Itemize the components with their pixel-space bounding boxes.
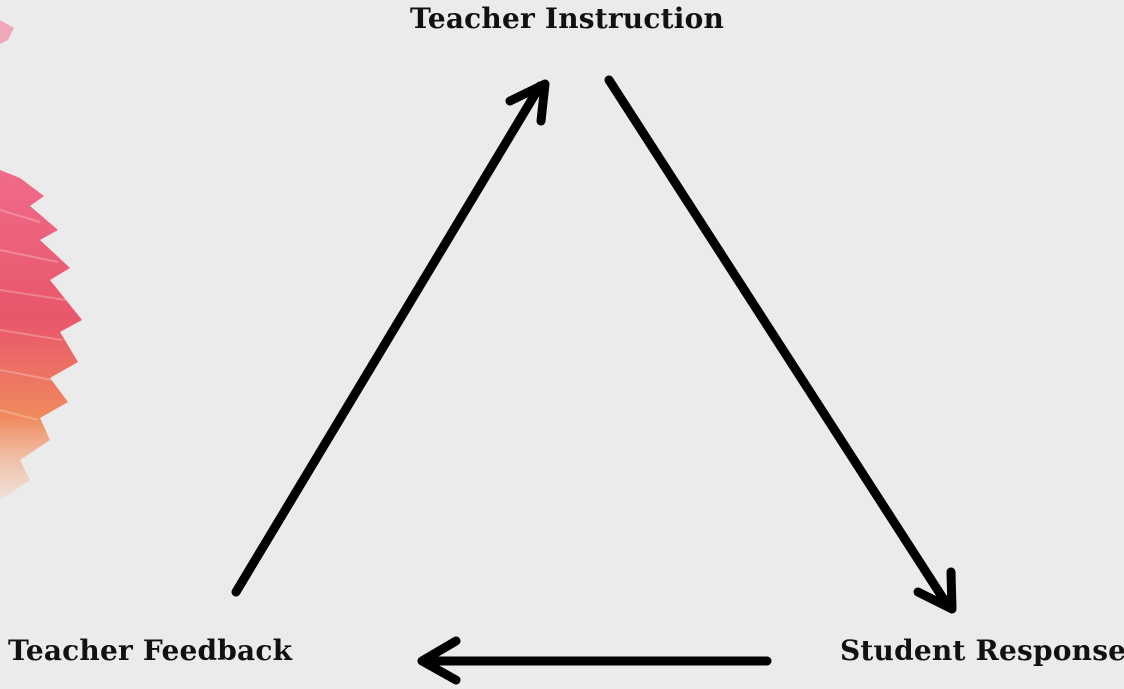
node-teacher-feedback: Teacher Feedback [8,634,293,667]
arrow-feedback-to-instruction [231,79,550,597]
arrow-response-to-feedback [417,636,772,685]
arrow-instruction-to-response [604,75,957,614]
node-student-response: Student Response [840,634,1124,667]
node-teacher-instruction: Teacher Instruction [410,2,725,35]
decorative-brush-stroke [0,20,82,500]
